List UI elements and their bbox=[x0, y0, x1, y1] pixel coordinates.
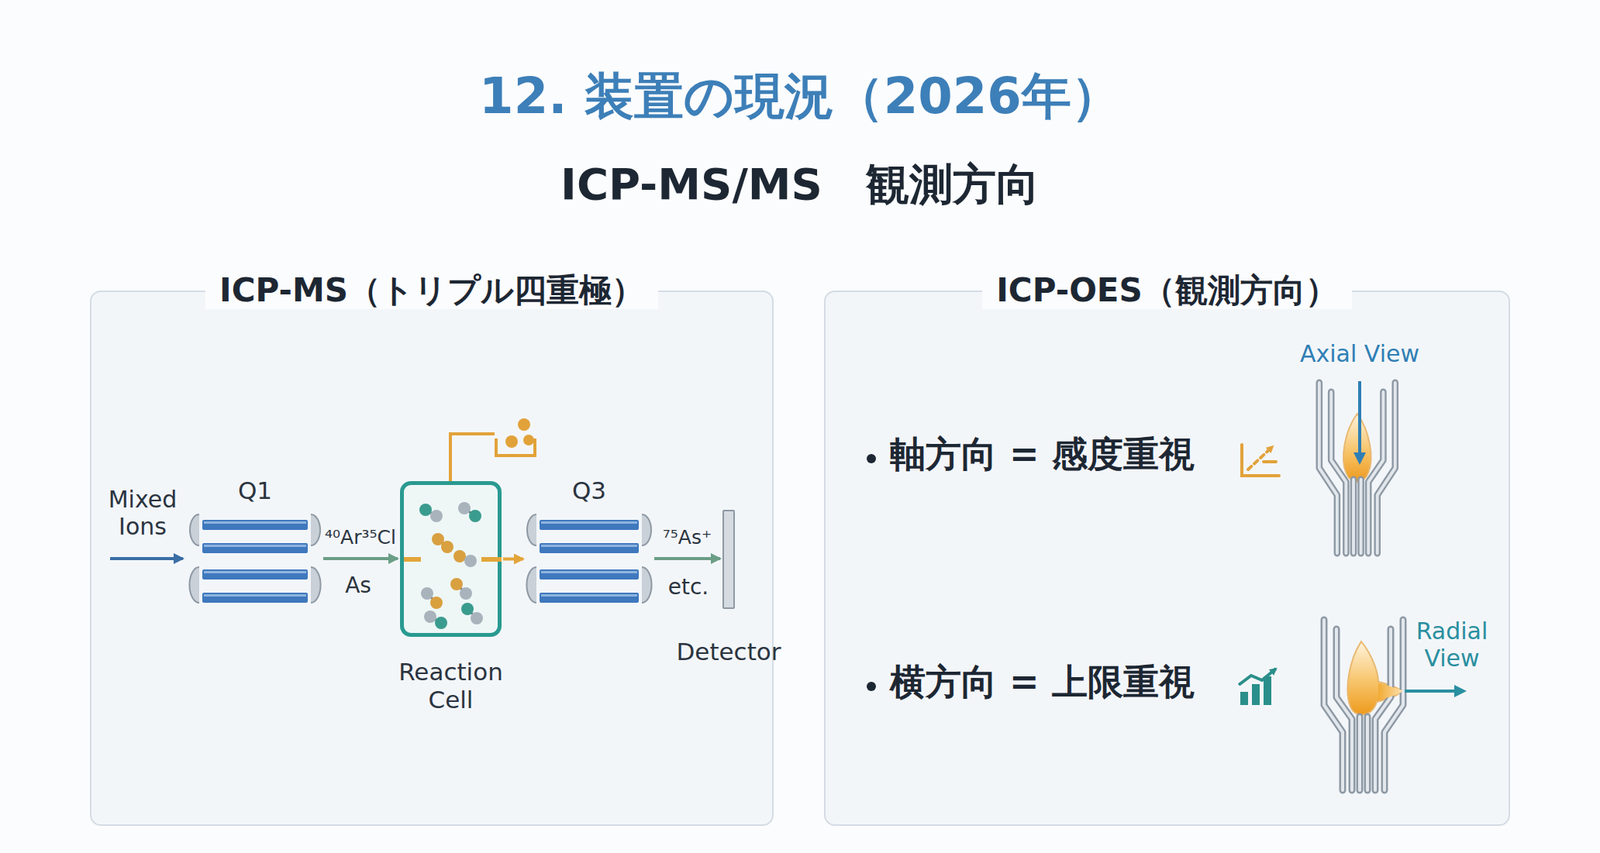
component-label: Q1 bbox=[237, 477, 273, 506]
input-label: Mixed Ions bbox=[96, 486, 190, 541]
quadrupole: Q3 bbox=[525, 511, 653, 607]
bullet-text: 横方向 = 上限重視 bbox=[889, 662, 1195, 704]
subtitle: ICP-MS/MS 観測方向 bbox=[0, 159, 1600, 210]
gas-icon bbox=[496, 418, 535, 456]
component-label: Reaction Cell bbox=[393, 658, 510, 714]
page-title: 12. 装置の現況（2026年） bbox=[0, 68, 1600, 126]
panel: ICP-MS（トリプル四重極）Q1Reaction CellQ3Detector bbox=[89, 290, 774, 827]
panel-fill bbox=[90, 291, 773, 826]
view-label: Radial View bbox=[1404, 618, 1500, 673]
panel: ICP-OES（観測方向） bbox=[824, 290, 1511, 827]
panel-heading: ICP-OES（観測方向） bbox=[982, 272, 1352, 310]
ion-label: As bbox=[334, 573, 382, 599]
panel-heading: ICP-MS（トリプル四重極） bbox=[205, 272, 659, 310]
detector: Detector bbox=[722, 510, 735, 610]
sensitivity-icon bbox=[1241, 444, 1280, 476]
axial-view-arrow bbox=[1358, 381, 1362, 463]
bullet bbox=[866, 454, 876, 464]
node-illustration bbox=[403, 485, 498, 634]
range-icon bbox=[1238, 668, 1276, 706]
component-label: Q3 bbox=[572, 477, 607, 506]
ion-label: etc. bbox=[657, 575, 720, 600]
panel-fill bbox=[824, 291, 1510, 826]
axial-torch bbox=[1319, 382, 1396, 554]
bullet-text: 軸方向 = 感度重視 bbox=[889, 434, 1195, 476]
node-illustration bbox=[188, 511, 322, 607]
cell-interior bbox=[403, 485, 498, 634]
radial-view-arrow bbox=[1404, 689, 1464, 694]
connector-arrow bbox=[323, 557, 398, 561]
connector-arrow bbox=[503, 558, 524, 562]
quadrupole: Q1 bbox=[188, 511, 322, 607]
bullet bbox=[866, 682, 876, 692]
node-illustration bbox=[525, 511, 653, 607]
input-arrow bbox=[110, 557, 183, 561]
gas-inlet bbox=[450, 434, 495, 482]
connector-arrow bbox=[654, 557, 721, 561]
reaction-cell: Reaction Cell bbox=[400, 481, 502, 638]
edge-label: ⁷⁵As⁺ bbox=[662, 527, 712, 550]
edge-label: ⁴⁰Ar³⁵Cl bbox=[324, 527, 397, 550]
component-label: Detector bbox=[675, 638, 781, 667]
view-label: Axial View bbox=[1289, 341, 1430, 369]
radial-torch bbox=[1324, 620, 1404, 791]
